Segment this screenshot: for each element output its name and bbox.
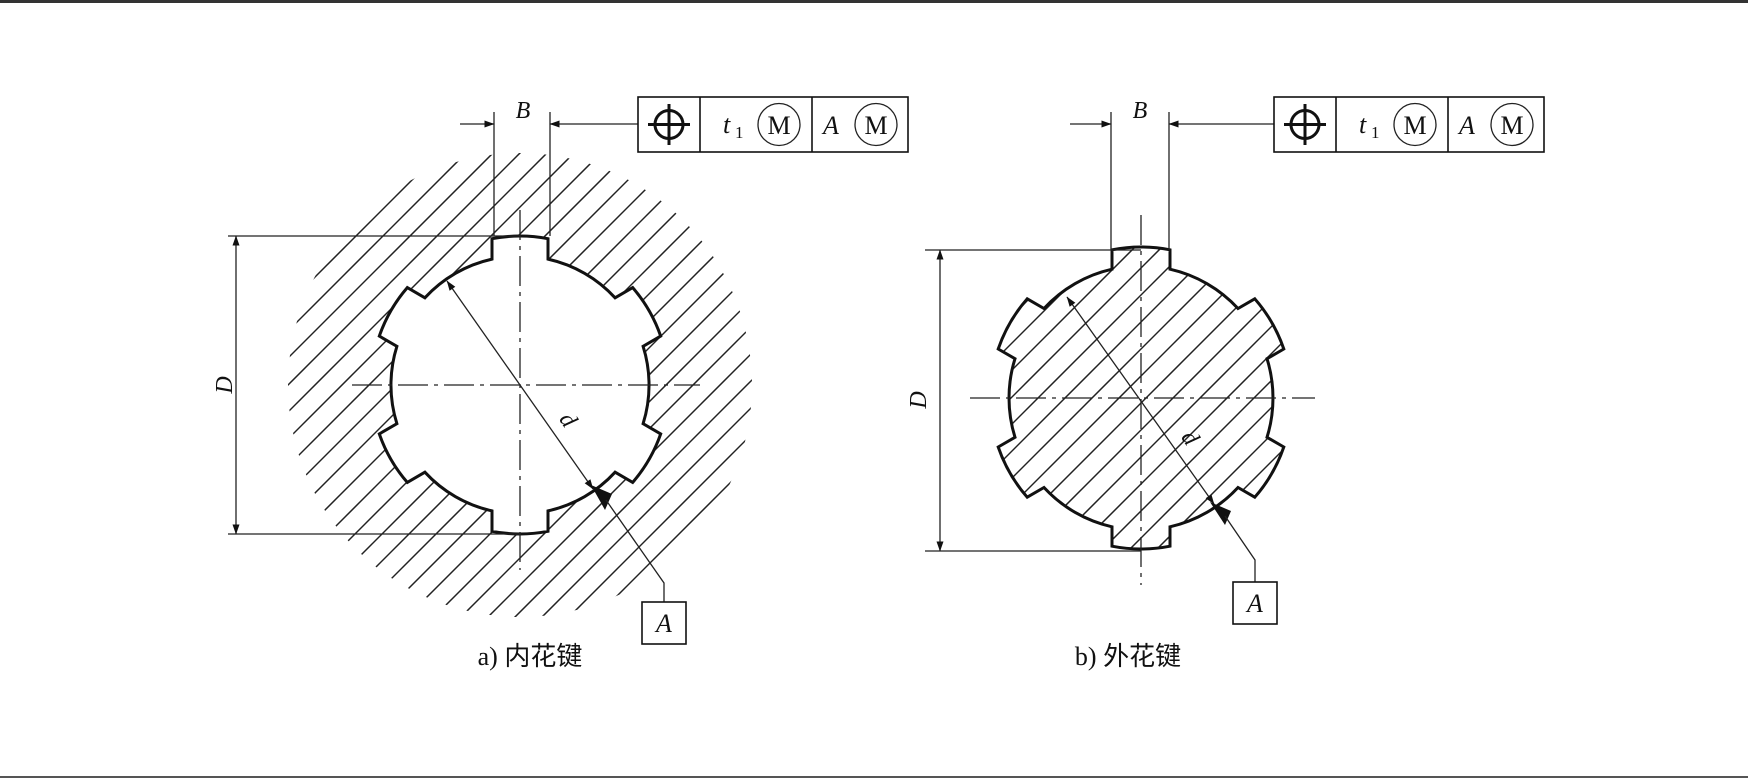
internal-tolerance-sub: 1	[735, 123, 744, 142]
hatch-line	[511, 153, 752, 617]
hatch-line	[288, 153, 551, 617]
hatch-line	[998, 246, 1284, 550]
external-tolerance-modifier: M	[1403, 111, 1426, 140]
hatch-line	[700, 153, 752, 617]
internal-D-label: D	[212, 376, 238, 394]
hatch-line	[288, 153, 389, 617]
hatch-line	[1118, 246, 1284, 550]
hatch-line	[998, 246, 1143, 550]
external-frame-datum: A	[1457, 111, 1475, 140]
internal-datum-label: A	[654, 609, 672, 638]
internal-spline-figure: D d A B t 1 M A	[0, 96, 909, 671]
external-datum-triangle	[1210, 502, 1231, 525]
hatch-line	[998, 246, 1224, 550]
internal-caption: a) 内花键	[478, 642, 583, 671]
hatch-line	[288, 153, 362, 617]
internal-datum-modifier: M	[864, 111, 887, 140]
external-B-label: B	[1133, 98, 1148, 124]
hatch-line	[288, 153, 308, 617]
external-tolerance-sub: 1	[1371, 123, 1380, 142]
internal-datum-triangle	[591, 485, 612, 510]
internal-datum-leader	[605, 499, 665, 602]
external-d-label: d	[1176, 426, 1205, 452]
external-caption: b) 外花键	[1075, 642, 1181, 671]
hatch-line	[998, 246, 1251, 550]
external-spline-figure: D d A B t 1 M A	[906, 96, 1628, 671]
internal-frame-datum: A	[821, 111, 839, 140]
hatch-line	[1010, 246, 1284, 550]
external-datum-box	[1232, 581, 1278, 625]
external-tolerance-t: t	[1359, 110, 1367, 139]
hatch-line	[288, 153, 578, 617]
hatch-line	[1308, 240, 1628, 560]
internal-tolerance-t: t	[723, 110, 731, 139]
hatch-line	[288, 153, 470, 617]
hatch-line	[288, 153, 335, 617]
internal-tolerance-modifier: M	[767, 111, 790, 140]
internal-datum-box	[641, 601, 687, 645]
internal-d-dimension-line	[446, 280, 594, 490]
hatch-line	[1064, 246, 1284, 550]
internal-B-label: B	[516, 98, 531, 124]
external-datum-leader	[1224, 515, 1256, 582]
hatch-line	[288, 153, 443, 617]
hatch-line	[1226, 246, 1284, 550]
hatch-line	[592, 153, 752, 617]
hatch-line	[0, 150, 280, 620]
hatch-line	[1253, 246, 1284, 550]
hatch-line	[565, 153, 752, 617]
hatch-line	[673, 153, 752, 617]
internal-feature-control-frame: t 1 M A M	[637, 96, 909, 153]
external-D-label: D	[906, 391, 932, 409]
hatch-line	[538, 153, 752, 617]
external-d-dimension-line	[1066, 296, 1215, 505]
hatch-line	[998, 246, 1035, 550]
hatch-line	[998, 246, 1062, 550]
hatch-line	[646, 153, 752, 617]
hatch-line	[484, 153, 752, 617]
hatch-line	[1091, 246, 1284, 550]
hatch-line	[998, 246, 1197, 550]
hatch-line	[288, 153, 497, 617]
hatch-line	[1145, 246, 1284, 550]
hatch-line	[998, 246, 1008, 550]
external-datum-label: A	[1245, 589, 1263, 618]
external-feature-control-frame: t 1 M A M	[1273, 96, 1545, 153]
position-icon	[648, 104, 690, 145]
external-datum-modifier: M	[1500, 111, 1523, 140]
hatch-line	[1037, 246, 1284, 550]
position-icon	[1284, 104, 1326, 145]
external-spline-profile	[996, 245, 1286, 551]
external-hatching	[998, 240, 1628, 560]
hatch-line	[288, 153, 524, 617]
hatch-line	[1199, 246, 1284, 550]
hatch-line	[1280, 246, 1284, 550]
